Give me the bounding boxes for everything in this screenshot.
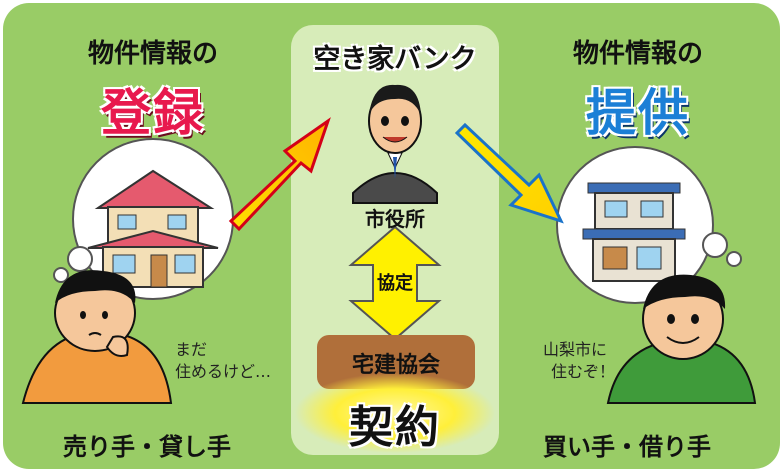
register-title: 登録 [101,84,205,142]
association-box [317,335,475,389]
left-heading: 物件情報の [87,39,218,69]
seller-role-label: 売り手・貸し手 [63,433,231,461]
buyer-thought-line1: 山梨市に [543,340,608,359]
akiya-bank-title: 空き家バンク [313,44,477,75]
illustration-layer [21,84,757,453]
house-right-icon [582,182,686,282]
buyer-thought-line2: 住むぞ！ [551,362,616,381]
diagram-panel: 物件情報の 登録 空き家バンク 市役所 協定 宅建協会 契約 物件情報の 提供 … [3,3,780,469]
buyer-role-label: 買い手・借り手 [543,433,711,461]
association-label: 宅建協会 [351,353,440,378]
right-heading: 物件情報の [572,39,703,69]
right-house-bubble [556,146,742,304]
seller-figure [21,270,173,404]
seller-thought-line2: 住めるけど… [175,362,272,381]
contract-title: 契約 [349,402,441,453]
provide-title: 提供 [586,84,690,142]
arrow-register [228,117,331,232]
seller-thought-line1: まだ [175,340,208,359]
contract-glow [295,373,495,453]
arrow-provide [454,122,564,224]
house-left-icon [87,169,219,288]
buyer-figure [606,274,757,404]
city-office-label: 市役所 [365,207,425,231]
agreement-label: 協定 [377,273,413,294]
city-officer-figure [352,84,438,204]
